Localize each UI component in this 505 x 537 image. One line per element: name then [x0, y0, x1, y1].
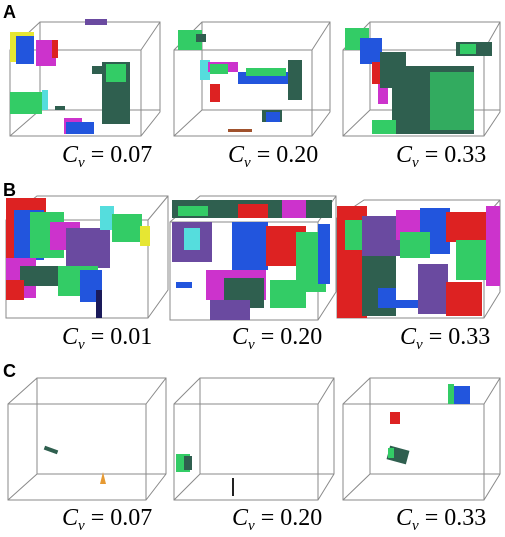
- panel-a1: [9, 19, 161, 137]
- block: [176, 282, 192, 288]
- block: [52, 40, 58, 58]
- block: [100, 206, 114, 230]
- row-label-c: C: [3, 361, 16, 381]
- block: [446, 282, 482, 316]
- block: [238, 204, 268, 218]
- caption-b1: Cv = 0.01: [62, 324, 153, 353]
- caption-a1: Cv = 0.07: [62, 142, 153, 171]
- block: [92, 66, 102, 74]
- block: [282, 200, 306, 218]
- caption-a2: Cv = 0.20: [228, 142, 319, 171]
- block: [184, 456, 192, 470]
- block: [200, 60, 210, 80]
- block: [36, 40, 56, 66]
- block: [232, 478, 234, 496]
- block: [66, 122, 94, 134]
- block: [66, 228, 110, 268]
- block: [96, 290, 102, 318]
- panel-c1: [7, 377, 167, 501]
- block: [55, 106, 65, 110]
- block: [360, 38, 382, 64]
- block: [6, 280, 24, 300]
- block: [210, 300, 250, 320]
- block: [378, 84, 388, 104]
- block: [456, 240, 486, 280]
- block: [184, 228, 200, 250]
- block: [210, 64, 228, 74]
- block: [178, 206, 208, 216]
- block: [390, 412, 400, 424]
- block: [16, 36, 34, 64]
- block: [430, 72, 474, 130]
- block: [43, 445, 59, 455]
- block: [270, 280, 306, 308]
- block: [288, 60, 302, 100]
- block: [210, 84, 220, 102]
- block: [318, 224, 330, 284]
- block: [486, 206, 500, 286]
- block: [448, 384, 454, 404]
- block: [42, 90, 48, 110]
- panel-b1: [5, 195, 169, 319]
- block: [396, 280, 420, 300]
- panel-c2: [173, 377, 335, 501]
- block: [232, 222, 268, 270]
- caption-b2: Cv = 0.20: [232, 324, 323, 353]
- panel-a2: [173, 21, 331, 137]
- block: [100, 472, 106, 484]
- block: [372, 120, 396, 134]
- row-label-a: A: [3, 2, 16, 22]
- block: [460, 44, 476, 54]
- caption-c2: Cv = 0.20: [232, 505, 323, 534]
- panel-c3: [342, 377, 501, 501]
- block: [418, 264, 448, 314]
- block: [400, 232, 430, 258]
- block: [20, 266, 60, 286]
- block: [140, 226, 150, 246]
- block: [112, 214, 142, 242]
- block: [266, 112, 280, 122]
- block: [450, 386, 470, 404]
- panel-b3: [336, 199, 501, 319]
- block: [446, 212, 486, 242]
- panel-b2: [169, 195, 337, 321]
- row-label-b: B: [3, 180, 16, 200]
- caption-b3: Cv = 0.33: [400, 324, 491, 353]
- block: [85, 19, 107, 25]
- block: [196, 34, 206, 42]
- caption-a3: Cv = 0.33: [396, 142, 487, 171]
- block: [345, 220, 367, 250]
- block: [228, 129, 252, 132]
- caption-c3: Cv = 0.33: [396, 505, 487, 534]
- block: [106, 64, 126, 82]
- block: [10, 92, 42, 114]
- block: [388, 448, 394, 458]
- caption-c1: Cv = 0.07: [62, 505, 153, 534]
- block: [362, 216, 402, 256]
- block: [246, 68, 286, 76]
- panel-a3: [342, 21, 501, 137]
